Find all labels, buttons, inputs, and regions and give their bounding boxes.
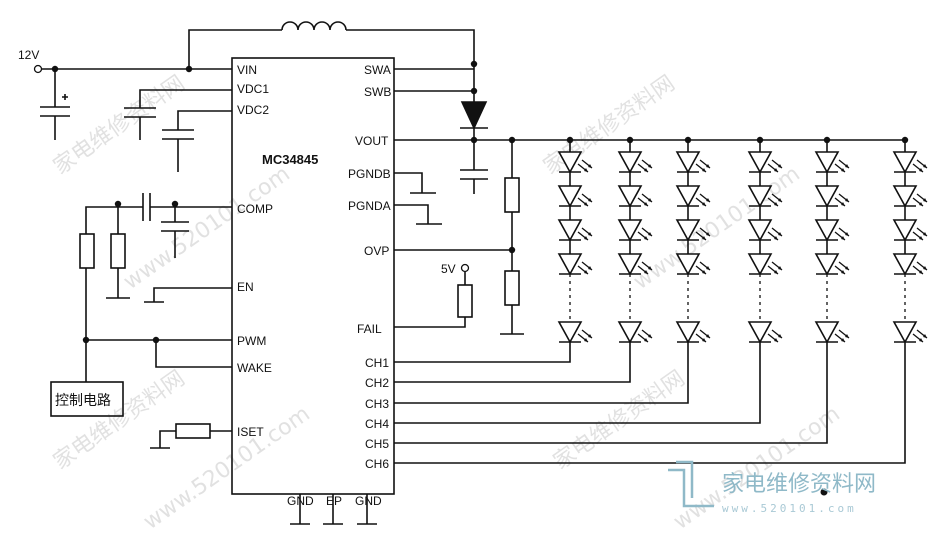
en-ground: [144, 287, 232, 303]
pin-ch5-label: CH5: [365, 437, 389, 451]
input-capacitor: [40, 69, 70, 140]
pin-ovp-label: OVP: [364, 244, 389, 258]
watermark-domain-2: www.520101.com: [139, 401, 315, 534]
pin-pgnda-label: PGNDA: [348, 199, 391, 213]
led-string-5: [394, 136, 850, 444]
pin-ep-label: EP: [326, 494, 342, 508]
fail-pullup-label: 5V: [441, 262, 456, 276]
schottky-diode: [460, 101, 488, 140]
led-strings: [394, 136, 928, 464]
pin-wake-label: WAKE: [237, 361, 272, 375]
ic-name: MC34845: [262, 152, 318, 167]
led-string-2: [394, 136, 653, 383]
led-string-1: [394, 136, 593, 363]
junction-pwm: [82, 336, 90, 344]
logo-subtext: www.520101.com: [722, 502, 857, 515]
pin-gnd2-label: GND: [355, 494, 382, 508]
junction-ovp: [508, 246, 516, 254]
junction-wake: [152, 336, 160, 344]
watermark-site-3: 家电维修资料网: [539, 71, 680, 180]
iset-resistor: [150, 423, 232, 449]
pin-vin-label: VIN: [237, 63, 257, 77]
pin-ch1-label: CH1: [365, 356, 389, 370]
supply-label: 12V: [18, 48, 39, 62]
watermark-site-1: 家电维修资料网: [49, 71, 190, 180]
logo-bracket-icon: [668, 468, 714, 508]
pin-ch2-label: CH2: [365, 376, 389, 390]
control-circuit-box: [50, 381, 124, 417]
control-wires: [85, 339, 232, 382]
junction-swa: [470, 60, 478, 68]
pin-vdc1-label: VDC1: [237, 82, 269, 96]
pin-comp-label: COMP: [237, 202, 273, 216]
watermark-domain-3: www.520101.com: [629, 161, 805, 294]
pin-en-label: EN: [237, 280, 254, 294]
output-capacitor: [460, 140, 488, 194]
pin-pwm-label: PWM: [237, 334, 266, 348]
ic-body: [231, 57, 395, 495]
pin-vdc2-label: VDC2: [237, 103, 269, 117]
led-string-4: [394, 136, 783, 424]
pin-pgndb-label: PGNDB: [348, 167, 391, 181]
led-string-3: [394, 136, 711, 404]
pin-vout-label: VOUT: [355, 134, 389, 148]
pin-ch4-label: CH4: [365, 417, 389, 431]
pin-iset-label: ISET: [237, 425, 264, 439]
pin-fail-label: FAIL: [357, 322, 382, 336]
vdc1-capacitor: [124, 89, 232, 140]
junction-comp-1: [114, 200, 122, 208]
junction-swb: [470, 87, 478, 95]
pin-swb-label: SWB: [364, 85, 391, 99]
junction-comp-2: [171, 200, 179, 208]
logo-bracket-icon-2: [676, 460, 694, 498]
vdc2-capacitor: [162, 110, 232, 172]
pin-ch6-label: CH6: [365, 457, 389, 471]
pin-swa-label: SWA: [364, 63, 391, 77]
stray-mark: [820, 488, 828, 496]
fail-pullup: 5V: [394, 262, 473, 328]
control-circuit-label: 控制电路: [55, 392, 111, 408]
logo-text: 家电维修资料网: [722, 472, 876, 497]
ovp-divider: [394, 140, 524, 335]
led-string-6: [394, 136, 928, 464]
comp-network: [79, 193, 232, 340]
site-logo: 家电维修资料网 www.520101.com: [668, 460, 876, 515]
bottom-grounds: [290, 494, 377, 525]
pgnd-grounds: [394, 172, 442, 225]
supply-terminal: [33, 64, 43, 74]
watermark-domain-1: www.520101.com: [119, 161, 295, 294]
pin-ch3-label: CH3: [365, 397, 389, 411]
switch-node-wires: [394, 68, 475, 102]
boost-inductor: [188, 21, 475, 69]
